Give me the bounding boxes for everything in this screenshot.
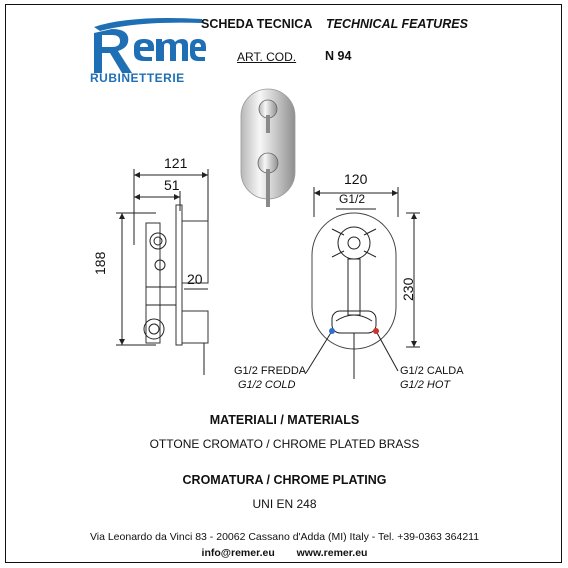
dim-51: 51 (164, 177, 180, 193)
title-english: TECHNICAL FEATURES (326, 17, 468, 31)
remer-logo-icon (94, 18, 206, 73)
materials-heading: MATERIALI / MATERIALS (209, 413, 360, 427)
front-view-drawing (305, 187, 420, 379)
dim-20: 20 (187, 271, 203, 287)
dim-121: 121 (164, 155, 188, 171)
hot-inlet-label: G1/2 CALDA (400, 365, 464, 377)
footer-address: Via Leonardo da Vinci 83 - 20062 Cassano… (89, 531, 480, 543)
art-code-label: ART. COD. (237, 50, 297, 64)
cold-inlet-label-en: G1/2 COLD (238, 379, 296, 391)
logo-tagline: RUBINETTERIE (90, 71, 185, 85)
plating-value: UNI EN 248 (252, 497, 317, 511)
product-photo (240, 88, 296, 207)
plating-heading: CROMATURA / CHROME PLATING (182, 473, 387, 487)
cold-inlet-label: G1/2 FREDDA (234, 365, 307, 377)
art-code-value: N 94 (325, 49, 352, 63)
dim-120: 120 (344, 171, 368, 187)
thread-top: G1/2 (339, 192, 366, 206)
technical-sheet: RUBINETTERIE SCHEDA TECNICA TECHNICAL FE… (5, 4, 562, 563)
dim-230: 230 (400, 277, 416, 301)
side-view-drawing (116, 169, 209, 375)
materials-value: OTTONE CROMATO / CHROME PLATED BRASS (149, 437, 420, 451)
footer-website[interactable]: www.remer.eu (296, 547, 368, 559)
title-italian: SCHEDA TECNICA (201, 17, 313, 31)
hot-inlet-label-en: G1/2 HOT (400, 379, 451, 391)
footer-contacts: info@remer.eu www.remer.eu (6, 547, 563, 559)
footer-email[interactable]: info@remer.eu (201, 547, 275, 559)
